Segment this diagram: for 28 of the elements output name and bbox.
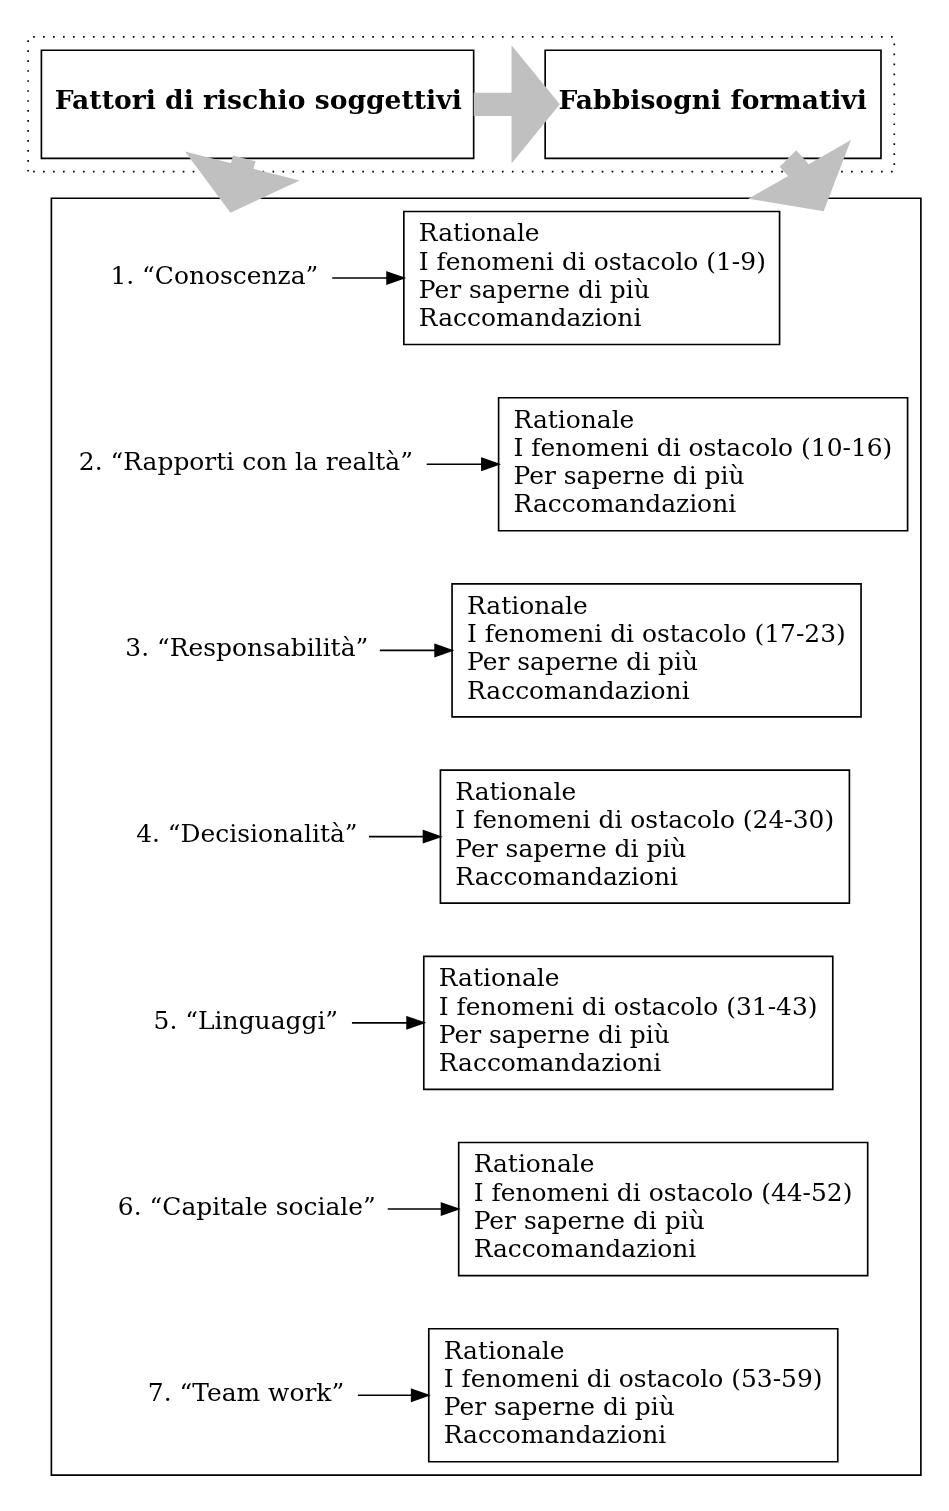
arrow <box>386 1201 461 1216</box>
node-box: Fattori di rischio soggettivi <box>40 48 475 159</box>
cluster <box>50 196 922 1476</box>
node-box: Rationale I fenomeni di ostacolo (53-59) Per saperne di più Raccomandazioni <box>427 1327 839 1463</box>
node-box: Rationale I fenomeni di ostacolo (10-16) Per saperne di più Raccomandazioni <box>497 396 909 532</box>
node-text: 4. “Decisionalità” <box>136 818 358 848</box>
node-box: Rationale I fenomeni di ostacolo (17-23) Per saperne di più Raccomandazioni <box>451 582 862 718</box>
node-text: 1. “Conoscenza” <box>110 260 319 290</box>
node-text: 5. “Linguaggi” <box>153 1005 339 1035</box>
arrow <box>331 270 407 285</box>
arrow <box>425 456 502 471</box>
arrow <box>379 642 455 657</box>
arrow <box>351 1015 427 1030</box>
arrow <box>748 139 851 211</box>
arrow <box>473 44 560 163</box>
node-text: 2. “Rapporti con la realtà” <box>78 446 413 476</box>
arrow <box>184 150 300 213</box>
node-box: Rationale I fenomeni di ostacolo (44-52) Per saperne di più Raccomandazioni <box>457 1141 869 1276</box>
node-box: Fabbisogni formativi <box>544 48 882 159</box>
node-text: 3. “Responsabilità” <box>125 632 369 662</box>
cluster <box>27 35 896 172</box>
arrow <box>357 1387 431 1402</box>
node-text: 6. “Capitale sociale” <box>117 1191 376 1221</box>
node-text: 7. “Team work” <box>147 1377 345 1407</box>
node-box: Rationale I fenomeni di ostacolo (1-9) Per saperne di più Raccomandazioni <box>403 210 781 345</box>
node-box: Rationale I fenomeni di ostacolo (31-43) Per saperne di più Raccomandazioni <box>422 955 834 1090</box>
node-box: Rationale I fenomeni di ostacolo (24-30) Per saperne di più Raccomandazioni <box>439 768 851 904</box>
arrow <box>368 829 443 844</box>
